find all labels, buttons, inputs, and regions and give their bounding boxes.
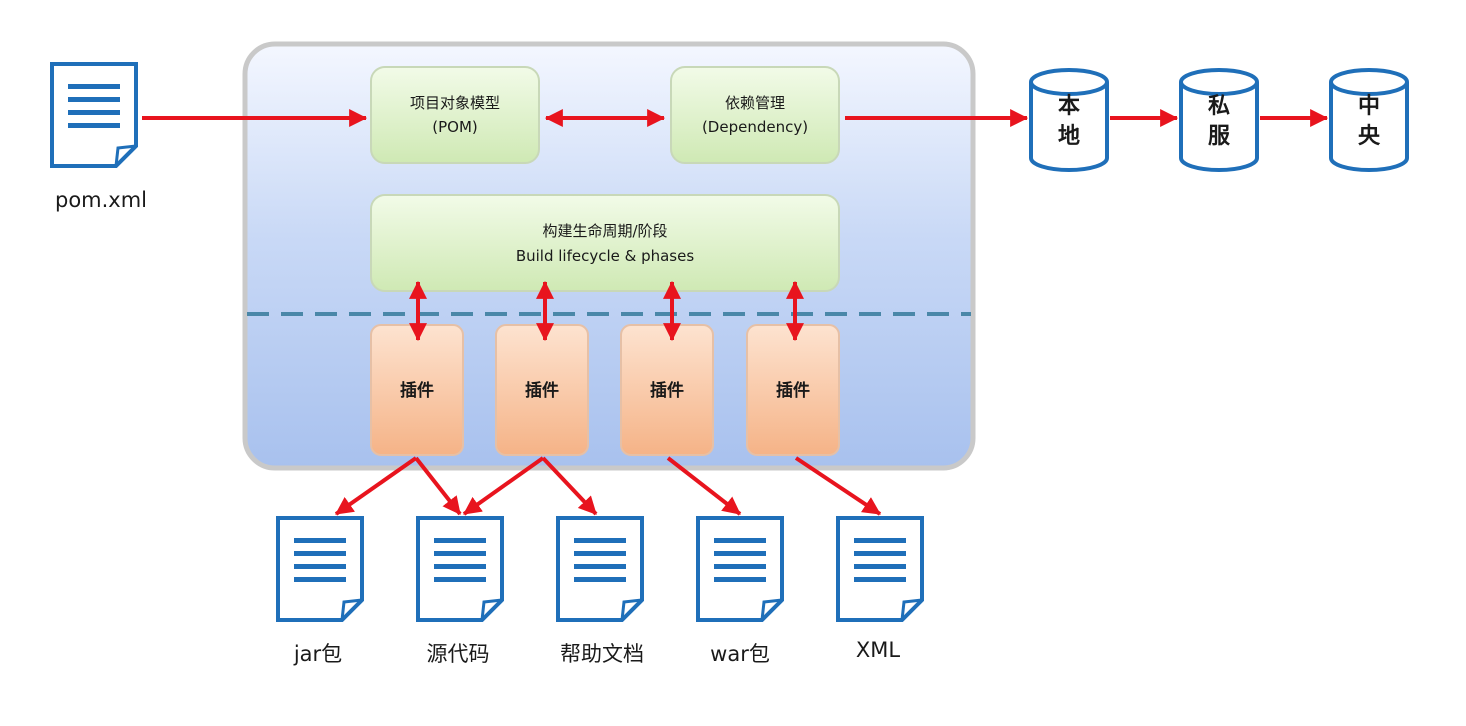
output-xml-label: XML <box>855 638 901 662</box>
arrow-plugin4-to-xml <box>794 456 882 516</box>
plugin-label: 插件 <box>650 381 684 401</box>
private-repo-label-line1: 私 <box>1207 94 1231 119</box>
arrow-plugin1-to-jar <box>334 456 418 516</box>
lifecycle-box <box>370 194 840 292</box>
local-repo-label-line1: 本 <box>1057 94 1081 119</box>
xml-document-icon <box>836 516 924 622</box>
plugin-label: 插件 <box>776 381 810 401</box>
local-repo-label-line2: 地 <box>1057 124 1081 149</box>
central-repo-label-line1: 中 <box>1357 94 1381 119</box>
arrow-plugin3-to-war <box>666 456 742 516</box>
source-document-icon <box>416 516 504 622</box>
dependency-box-title: 依赖管理 <box>724 94 786 112</box>
output-helpdoc-label: 帮助文档 <box>560 642 644 666</box>
lifecycle-box-subtitle: Build lifecycle & phases <box>515 247 695 265</box>
jar-document-icon <box>276 516 364 622</box>
dependency-box <box>670 66 840 164</box>
lifecycle-box-title: 构建生命周期/阶段 <box>542 222 668 240</box>
pom-box-subtitle: (POM) <box>432 118 478 136</box>
plugin-label: 插件 <box>525 381 559 401</box>
dependency-box-subtitle: (Dependency) <box>701 118 809 136</box>
pom-xml-label: pom.xml <box>54 188 148 212</box>
arrow-plugin1-to-source <box>414 456 462 516</box>
output-source-label: 源代码 <box>426 642 490 666</box>
pom-box <box>370 66 540 164</box>
war-document-icon <box>696 516 784 622</box>
plugin-label: 插件 <box>400 381 434 401</box>
arrow-plugin2-to-helpdoc <box>541 456 598 516</box>
pom-box-title: 项目对象模型 <box>409 94 501 112</box>
central-repo-label-line2: 央 <box>1357 124 1381 149</box>
help-doc-document-icon <box>556 516 644 622</box>
output-war-label: war包 <box>710 642 770 666</box>
pom-document-icon <box>50 62 138 168</box>
arrow-plugin2-to-source <box>462 456 545 516</box>
output-jar-label: jar包 <box>293 642 343 666</box>
private-repo-label-line2: 服 <box>1207 124 1231 149</box>
